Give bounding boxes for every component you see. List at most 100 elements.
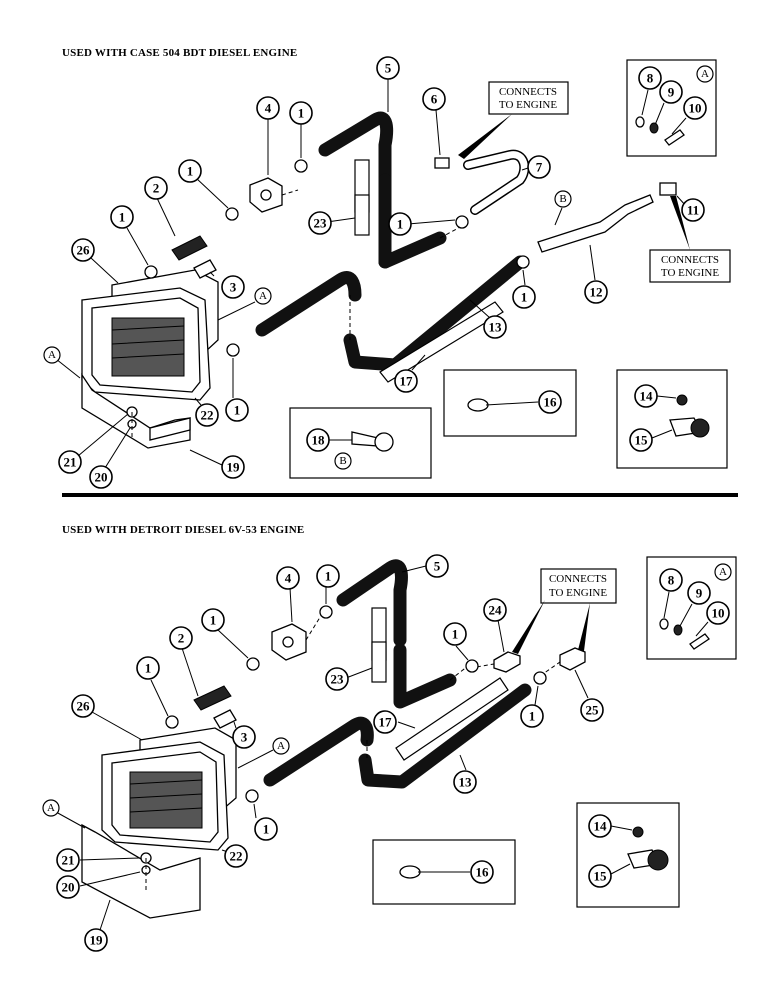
connects-note-top-1: CONNECTS TO ENGINE [458,81,569,159]
tube-12-top [537,194,654,253]
lockwasher-9-bottom [673,624,683,636]
callout-A-top-bracket: A [48,349,56,361]
bottom-section-heading: USED WITH DETROIT DIESEL 6V-53 ENGINE [62,524,304,536]
callout-A-top-inset: A [701,68,709,80]
callout-21-top: 21 [64,455,77,470]
washer-8-bottom [659,618,669,630]
clamp-1f-top [516,255,530,269]
callout-2-top: 2 [153,181,160,196]
callout-1-top-c: 1 [119,210,126,225]
tube-3-bottom [213,709,237,729]
clamp-1e-top [455,215,469,229]
callout-11-top: 11 [687,203,699,218]
callout-16-top: 16 [544,395,558,410]
callouts-bottom: 5 4 1 1 2 1 26 23 1 24 3 A 17 1 25 13 1 … [42,554,604,952]
callout-10-bottom: 10 [712,606,725,621]
callout-19-bottom: 19 [90,933,104,948]
callout-23-top: 23 [314,216,328,231]
callout-B-top-tube: B [559,193,566,205]
connects-note-top-2: CONNECTS TO ENGINE [649,196,731,283]
callout-1-top-b: 1 [187,164,194,179]
clip-16-bottom [399,865,421,879]
hose-13-top [343,255,527,372]
svg-text:TO ENGINE: TO ENGINE [661,267,719,279]
tube-3-top [193,259,217,279]
callout-1-bottom-d: 1 [263,822,270,837]
callout-1-bottom-a: 1 [325,569,332,584]
callout-A-top-heater: A [259,290,267,302]
callout-9-top: 9 [668,85,675,100]
callout-5-top: 5 [385,61,392,76]
bracket-top-flange [149,417,191,441]
callout-14-bottom: 14 [594,819,608,834]
section-divider [62,493,738,497]
fitting-11-top [659,182,677,196]
callout-25: 25 [586,703,600,718]
top-section-heading: USED WITH CASE 504 BDT DIESEL ENGINE [62,47,297,59]
callout-1-top-d: 1 [234,403,241,418]
clamp-18-top [351,431,379,447]
callout-12-top: 12 [590,285,603,300]
callout-1-top-a: 1 [298,106,305,121]
callout-20-bottom: 20 [62,880,75,895]
callout-18-top: 18 [312,433,326,448]
connects-note-bottom: CONNECTS TO ENGINE [512,568,617,654]
clamp-1f-bottom [533,671,547,685]
clamp-1a-bottom [319,605,333,619]
clamp-1c-bottom [165,715,179,729]
callout-1-bottom-e: 1 [452,627,459,642]
clamp-1c-top [144,265,158,279]
callout-15-bottom: 15 [594,869,608,884]
callout-4-bottom: 4 [285,571,292,586]
callout-17-bottom: 17 [379,715,393,730]
tube-17-top [379,301,504,383]
callouts-top: 5 4 1 6 7 1 2 1 26 23 1 3 A 1 22 B 12 1 … [43,56,705,489]
callout-24: 24 [489,603,503,618]
callout-A-bottom-inset: A [719,566,727,578]
clamp-1d-bottom [245,789,259,803]
hose-5b-top [378,173,447,269]
callout-B-top-inset: B [339,455,346,467]
svg-text:CONNECTS: CONNECTS [661,254,719,266]
hose-13-bottom [358,683,532,789]
callout-26-top: 26 [77,243,91,258]
inset-16-bottom: 16 [372,839,516,905]
inset-14-15-top: 14 15 [616,369,728,469]
bracket-bottom [81,823,201,919]
inset-16-top: 16 [443,369,577,437]
callout-1-bottom-b: 1 [210,613,217,628]
lockwasher-9-top [649,122,659,134]
nut-14-bottom [632,826,644,838]
callout-21-bottom: 21 [62,853,75,868]
hose-upper-z-top [255,271,362,337]
clamp-1e-bottom [465,659,479,673]
callout-23-bottom: 23 [331,672,345,687]
callout-1-top-e: 1 [397,217,404,232]
callout-1-bottom-f: 1 [529,709,536,724]
inset-18-top: 18 B [289,407,432,479]
tube-23b-bottom [371,641,387,683]
fitting-6-top [434,157,450,169]
callout-13-top: 13 [489,320,503,335]
callout-22-bottom: 22 [230,849,243,864]
heater-unit-bottom [101,727,237,851]
hose-5b-bottom [393,643,457,709]
svg-text:TO ENGINE: TO ENGINE [549,587,607,599]
callout-2-bottom: 2 [178,631,185,646]
callout-26-bottom: 26 [77,699,91,714]
heater-unit-top [81,269,219,401]
callout-7-top: 7 [536,160,543,175]
hose-upper-z-bottom [263,716,374,787]
inset-A-top: A 8 9 10 [626,59,717,157]
callout-6-top: 6 [431,92,438,107]
svg-text:CONNECTS: CONNECTS [549,573,607,585]
callout-15-top: 15 [635,433,649,448]
clamp-1d-top [226,343,240,357]
callout-1-top-f: 1 [521,290,528,305]
callout-A-bottom-heater: A [277,740,285,752]
callout-A-bottom-bracket: A [47,802,55,814]
callout-9-bottom: 9 [696,586,703,601]
inset-14-15-bottom: 14 15 [576,802,680,908]
fitting-24 [493,651,521,673]
